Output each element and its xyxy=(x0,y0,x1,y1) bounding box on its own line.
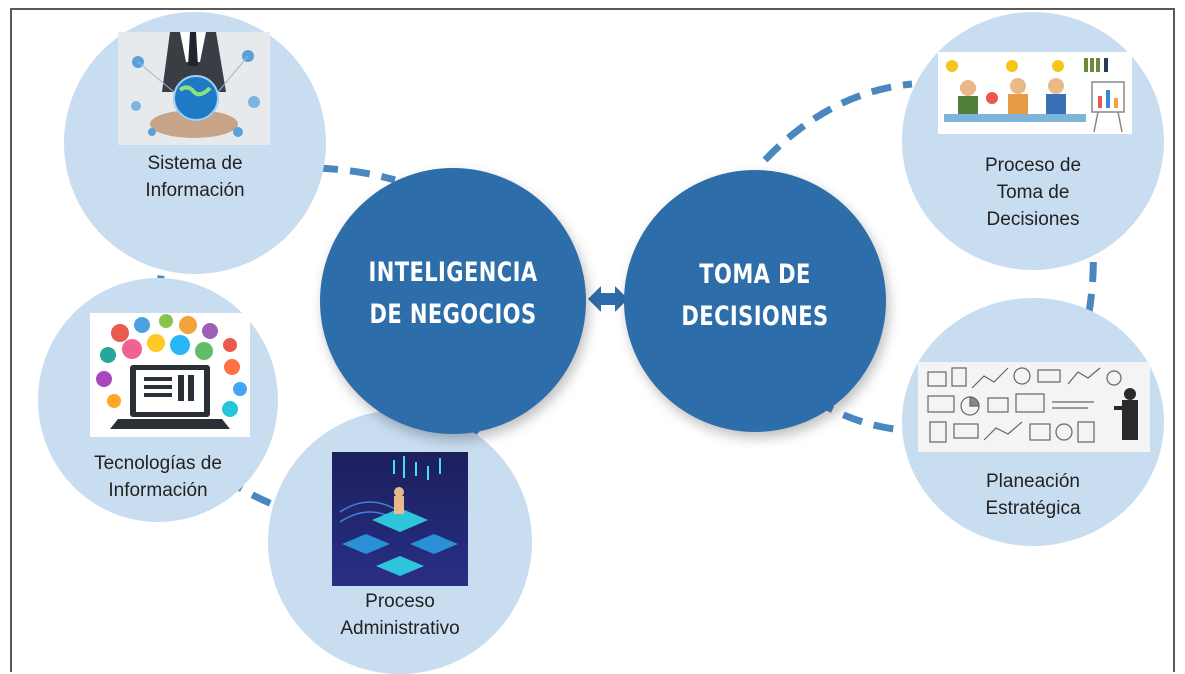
proceso-toma-label: Proceso de Toma de Decisiones xyxy=(984,155,1082,230)
planeacion-label: Planeación Estratégica xyxy=(985,471,1081,519)
circle-toma-decisiones: TOMA DE DECISIONES xyxy=(624,170,886,432)
meeting-icon xyxy=(938,52,1132,134)
diagram-frame xyxy=(10,8,1175,672)
inteligencia-negocios-label: INTELIGENCIA DE NEGOCIOS xyxy=(368,257,538,330)
satellite-proceso-toma-decisiones: Proceso de Toma de Decisiones xyxy=(902,12,1164,270)
sistema-label: Sistema de Información xyxy=(145,153,245,201)
connector-toma-top xyxy=(762,80,913,163)
double-arrow-icon xyxy=(588,286,628,312)
proceso-administrativo-label: Proceso Administrativo xyxy=(340,591,460,639)
strategy-board-icon xyxy=(918,362,1150,452)
satellite-sistema-informacion: Sistema de Información xyxy=(64,12,326,274)
connector-sistema-inteligencia xyxy=(317,164,396,184)
data-platform-icon xyxy=(332,452,468,586)
laptop-apps-icon xyxy=(90,313,250,437)
toma-decisiones-label: TOMA DE DECISIONES xyxy=(681,259,829,332)
satellite-planeacion-estrategica: Planeación Estratégica xyxy=(902,298,1164,546)
satellite-tecnologias-informacion: Tecnologías de Información xyxy=(38,278,278,522)
globe-network-icon xyxy=(118,32,270,145)
satellite-proceso-administrativo: Proceso Administrativo xyxy=(268,410,532,674)
tecnologias-label: Tecnologías de Información xyxy=(94,453,222,501)
circle-inteligencia-negocios: INTELIGENCIA DE NEGOCIOS xyxy=(320,168,586,434)
